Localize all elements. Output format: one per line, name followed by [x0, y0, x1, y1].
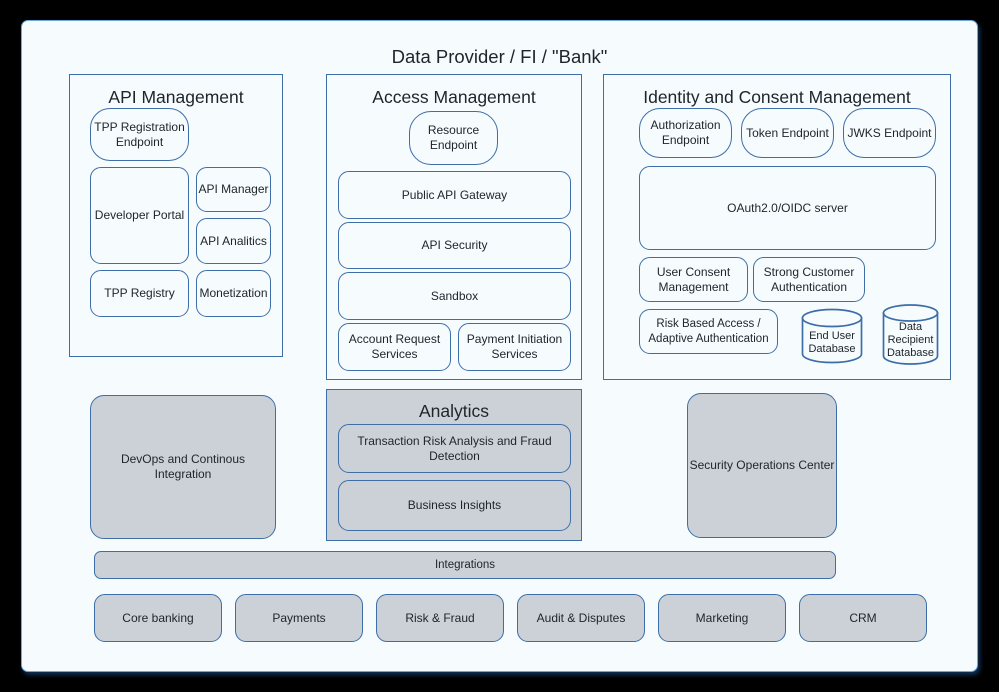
node-monetization[interactable]: Monetization: [196, 270, 271, 317]
node-risk-and-fraud[interactable]: Risk & Fraud: [376, 594, 504, 642]
node-api-manager[interactable]: API Manager: [196, 167, 271, 212]
node-label: Marketing: [695, 610, 749, 625]
diagram-canvas: Data Provider / FI / "Bank" API Manageme…: [21, 20, 978, 672]
node-label: Account Request Services: [348, 332, 441, 361]
node-marketing[interactable]: Marketing: [658, 594, 786, 642]
node-label: DevOps and Continous Integration: [120, 452, 246, 481]
node-label: Strong Customer Authentication: [763, 264, 855, 294]
node-label: Resource Endpoint: [427, 123, 480, 152]
node-integrations-bar[interactable]: Integrations: [94, 551, 836, 579]
section-access-management-title: Access Management: [372, 87, 536, 107]
node-label: Transaction Risk Analysis and Fraud Dete…: [357, 433, 552, 463]
node-business-insights[interactable]: Business Insights: [338, 480, 571, 531]
node-data-recipient-database[interactable]: Data Recipient Database: [882, 304, 939, 366]
node-label: Token Endpoint: [746, 125, 829, 140]
section-analytics-title: Analytics: [418, 401, 490, 421]
node-user-consent-management[interactable]: User Consent Management: [639, 257, 748, 302]
database-cylinder-icon: [882, 304, 939, 365]
node-tpp-registration-endpoint[interactable]: TPP Registration Endpoint: [90, 108, 189, 161]
node-label: Public API Gateway: [401, 187, 508, 202]
node-label: Core banking: [122, 610, 194, 625]
node-api-security[interactable]: API Security: [338, 222, 571, 269]
node-label: Data Recipient Database: [886, 321, 935, 360]
node-label: JWKS Endpoint: [847, 125, 932, 140]
node-label: CRM: [849, 610, 877, 625]
node-label: TPP Registry: [104, 286, 175, 301]
node-label: Payments: [272, 610, 326, 625]
node-end-user-database[interactable]: End User Database: [801, 308, 863, 364]
node-label: Sandbox: [430, 288, 479, 303]
node-label: Risk & Fraud: [405, 610, 475, 625]
node-label: API Manager: [198, 182, 269, 197]
node-resource-endpoint[interactable]: Resource Endpoint: [409, 111, 498, 165]
node-label: Risk Based Access / Adaptive Authenticat…: [648, 318, 769, 345]
node-label: Integrations: [434, 558, 496, 571]
node-tpp-registry[interactable]: TPP Registry: [90, 270, 189, 317]
node-label: Business Insights: [407, 498, 502, 513]
node-authorization-endpoint[interactable]: Authorization Endpoint: [639, 108, 732, 158]
node-token-endpoint[interactable]: Token Endpoint: [741, 108, 834, 158]
node-account-request-services[interactable]: Account Request Services: [338, 323, 451, 371]
section-api-management-title: API Management: [108, 87, 244, 107]
node-label: Security Operations Center: [689, 458, 835, 473]
node-label: Audit & Disputes: [536, 610, 626, 625]
node-payments[interactable]: Payments: [235, 594, 363, 642]
node-api-analitics[interactable]: API Analitics: [196, 218, 271, 264]
section-identity-consent-management-title: Identity and Consent Management: [643, 87, 911, 107]
node-core-banking[interactable]: Core banking: [94, 594, 222, 642]
node-security-operations-center[interactable]: Security Operations Center: [687, 393, 837, 538]
node-label: Authorization Endpoint: [650, 118, 721, 147]
node-strong-customer-authentication[interactable]: Strong Customer Authentication: [753, 257, 865, 302]
node-sandbox[interactable]: Sandbox: [338, 272, 571, 320]
database-cylinder-icon: [801, 308, 863, 364]
node-label: API Analitics: [200, 233, 267, 248]
node-label: User Consent Management: [656, 264, 731, 294]
node-public-api-gateway[interactable]: Public API Gateway: [338, 171, 571, 219]
node-crm[interactable]: CRM: [799, 594, 927, 642]
node-payment-initiation-services[interactable]: Payment Initiation Services: [458, 323, 571, 371]
node-developer-portal[interactable]: Developer Portal: [90, 167, 189, 264]
node-label: OAuth2.0/OIDC server: [727, 200, 848, 215]
node-label: Monetization: [199, 286, 268, 301]
node-jwks-endpoint[interactable]: JWKS Endpoint: [843, 108, 936, 158]
node-risk-based-access[interactable]: Risk Based Access / Adaptive Authenticat…: [639, 309, 778, 354]
node-label: Developer Portal: [94, 208, 185, 223]
node-label: API Security: [421, 238, 488, 253]
node-transaction-risk-analysis[interactable]: Transaction Risk Analysis and Fraud Dete…: [338, 424, 571, 473]
node-devops-continuous-integration[interactable]: DevOps and Continous Integration: [90, 395, 276, 539]
node-oauth-oidc-server[interactable]: OAuth2.0/OIDC server: [639, 166, 936, 250]
node-audit-and-disputes[interactable]: Audit & Disputes: [517, 594, 645, 642]
node-label: End User Database: [808, 330, 856, 356]
node-label: TPP Registration Endpoint: [94, 119, 185, 149]
node-label: Payment Initiation Services: [466, 332, 563, 361]
diagram-title: Data Provider / FI / "Bank": [391, 46, 608, 67]
